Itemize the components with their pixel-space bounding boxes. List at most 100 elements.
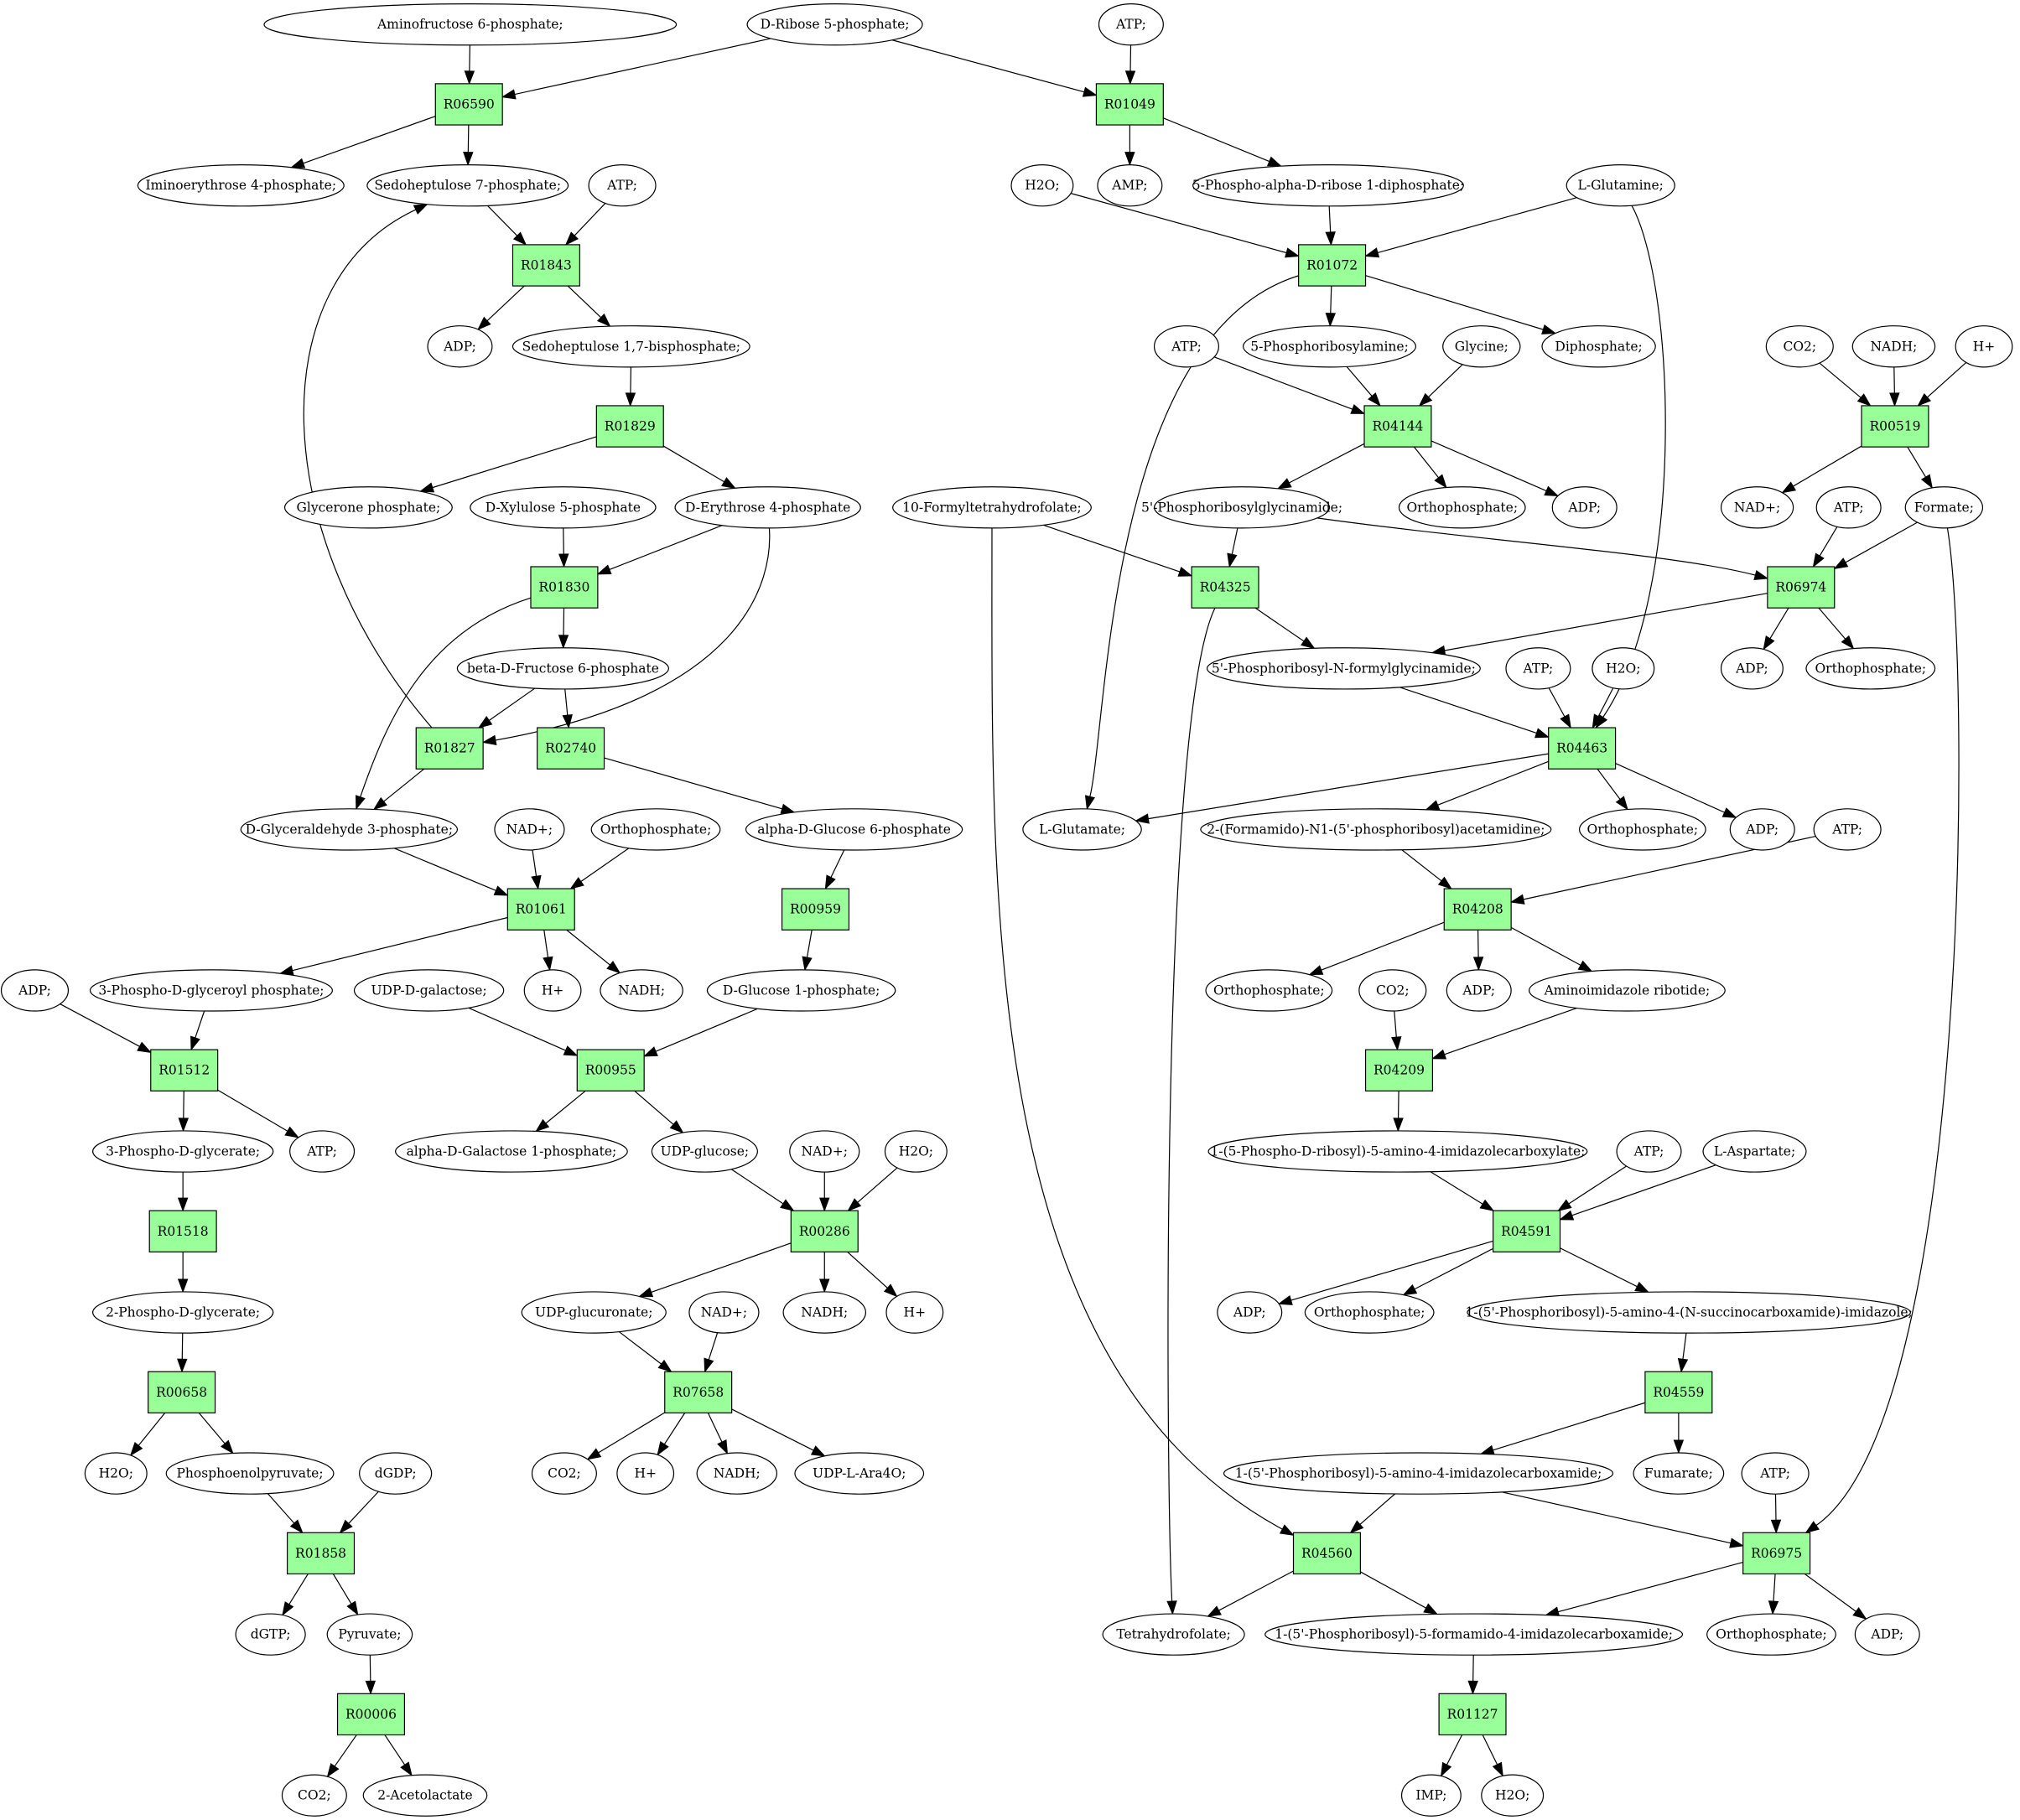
compound-node-nadh[interactable]: NADH; — [782, 1291, 867, 1334]
compound-node-2-phospho-d-glycerate[interactable]: 2-Phospho-D-glycerate; — [92, 1291, 274, 1334]
compound-node-atp[interactable]: ATP; — [1741, 1452, 1810, 1495]
reaction-node-r00006[interactable]: R00006 — [336, 1693, 406, 1736]
compound-node-d-glyceraldehyde-3-phosphate[interactable]: D-Glyceraldehyde 3-phosphate; — [240, 808, 459, 851]
compound-node-iminoerythrose-4-phosphate[interactable]: Iminoerythrose 4-phosphate; — [137, 164, 345, 207]
compound-node-udp-l-ara4o[interactable]: UDP-L-Ara4O; — [794, 1452, 925, 1495]
compound-node-atp[interactable]: ATP; — [1813, 808, 1882, 851]
compound-node-1-5-phosphoribosyl-5-amino-4-n-succinocarboxamide-imidazole[interactable]: 1-(5'-Phosphoribosyl)-5-amino-4-(N-succi… — [1466, 1291, 1913, 1334]
compound-node-2-acetolactate[interactable]: 2-Acetolactate — [362, 1774, 488, 1817]
reaction-node-r07658[interactable]: R07658 — [664, 1371, 733, 1413]
compound-node-nad[interactable]: NAD+; — [1720, 486, 1794, 529]
compound-node-h2o[interactable]: H2O; — [884, 1130, 948, 1173]
compound-node-formate[interactable]: Formate; — [1904, 486, 1984, 529]
compound-node-5-phosphoribosylglycinamide[interactable]: 5'-Phosphoribosylglycinamide; — [1141, 486, 1342, 529]
compound-node-3-phospho-d-glyceroyl-phosphate[interactable]: 3-Phospho-D-glyceroyl phosphate; — [89, 969, 333, 1012]
compound-node-adp[interactable]: ADP; — [1446, 969, 1512, 1012]
compound-node-aminoimidazole-ribotide[interactable]: Aminoimidazole ribotide; — [1529, 969, 1726, 1012]
compound-node-pyruvate[interactable]: Pyruvate; — [326, 1613, 413, 1656]
compound-node-orthophosphate[interactable]: Orthophosphate; — [1706, 1613, 1836, 1656]
compound-node-h2o[interactable]: H2O; — [84, 1452, 148, 1495]
compound-node-orthophosphate[interactable]: Orthophosphate; — [590, 808, 721, 851]
compound-node-1-5-phosphoribosyl-5-formamido-4-imidazolecarboxamide[interactable]: 1-(5'-Phosphoribosyl)-5-formamido-4-imid… — [1264, 1613, 1684, 1656]
compound-node-atp[interactable]: ATP; — [1098, 3, 1164, 46]
compound-node-adp[interactable]: ADP; — [1217, 1291, 1283, 1334]
compound-node-diphosphate[interactable]: Diphosphate; — [1541, 325, 1656, 368]
reaction-node-r00658[interactable]: R00658 — [148, 1371, 216, 1413]
compound-node-nadh[interactable]: NADH; — [600, 969, 683, 1012]
reaction-node-r01061[interactable]: R01061 — [506, 888, 575, 931]
reaction-node-r06974[interactable]: R06974 — [1767, 566, 1836, 609]
compound-node-co2[interactable]: CO2; — [281, 1774, 347, 1817]
reaction-node-r00959[interactable]: R00959 — [781, 888, 850, 931]
reaction-node-r04325[interactable]: R04325 — [1191, 566, 1259, 609]
compound-node-orthophosphate[interactable]: Orthophosphate; — [1578, 808, 1706, 851]
compound-node-h[interactable]: H+ — [885, 1291, 944, 1334]
compound-node-h2o[interactable]: H2O; — [1481, 1774, 1545, 1817]
compound-node-3-phospho-d-glycerate[interactable]: 3-Phospho-D-glycerate; — [92, 1130, 274, 1173]
reaction-node-r01829[interactable]: R01829 — [595, 405, 664, 448]
compound-node-amp[interactable]: AMP; — [1097, 164, 1163, 207]
reaction-node-r01518[interactable]: R01518 — [148, 1210, 217, 1252]
compound-node-10-formyltetrahydrofolate[interactable]: 10-Formyltetrahydrofolate; — [892, 486, 1092, 529]
compound-node-nad[interactable]: NAD+; — [789, 1130, 860, 1173]
compound-node-udp-glucose[interactable]: UDP-glucose; — [651, 1130, 758, 1173]
compound-node-orthophosphate[interactable]: Orthophosphate; — [1304, 1291, 1435, 1334]
compound-node-d-ribose-5-phosphate[interactable]: D-Ribose 5-phosphate; — [746, 3, 923, 46]
reaction-node-r04144[interactable]: R04144 — [1363, 405, 1432, 448]
compound-node-nad[interactable]: NAD+; — [688, 1291, 760, 1334]
compound-node-h[interactable]: H+ — [616, 1452, 675, 1495]
compound-node-beta-d-fructose-6-phosphate[interactable]: beta-D-Fructose 6-phosphate — [456, 647, 669, 690]
compound-node-adp[interactable]: ADP; — [427, 325, 493, 368]
compound-node-l-glutamate[interactable]: L-Glutamate; — [1022, 808, 1142, 851]
compound-node-d-xylulose-5-phosphate[interactable]: D-Xylulose 5-phosphate — [470, 486, 657, 529]
compound-node-atp[interactable]: ATP; — [1153, 325, 1219, 368]
compound-node-adp[interactable]: ADP; — [0, 969, 70, 1012]
compound-node-adp[interactable]: ADP; — [1551, 486, 1618, 529]
compound-node-imp[interactable]: IMP; — [1400, 1774, 1462, 1817]
compound-node-sedoheptulose-7-phosphate[interactable]: Sedoheptulose 7-phosphate; — [366, 164, 569, 207]
compound-node-glycerone-phosphate[interactable]: Glycerone phosphate; — [283, 486, 453, 529]
reaction-node-r01072[interactable]: R01072 — [1298, 244, 1367, 287]
reaction-node-r02740[interactable]: R02740 — [537, 727, 605, 770]
compound-node-orthophosphate[interactable]: Orthophosphate; — [1398, 486, 1526, 529]
compound-node-h[interactable]: H+ — [523, 969, 582, 1012]
reaction-node-r04560[interactable]: R04560 — [1292, 1532, 1361, 1575]
compound-node-dgdp[interactable]: dGDP; — [359, 1452, 433, 1495]
compound-node-nadh[interactable]: NADH; — [1851, 325, 1936, 368]
compound-node-h[interactable]: H+ — [1955, 325, 2013, 368]
reaction-node-r01827[interactable]: R01827 — [415, 727, 484, 770]
compound-node-2-formamido-n1-5-phosphoribosyl-acetamidine[interactable]: 2-(Formamido)-N1-(5'-phosphoribosyl)acet… — [1200, 808, 1552, 851]
compound-node-adp[interactable]: ADP; — [1854, 1613, 1920, 1656]
compound-node-h2o[interactable]: H2O; — [1592, 647, 1655, 690]
reaction-node-r04463[interactable]: R04463 — [1548, 727, 1617, 770]
reaction-node-r01843[interactable]: R01843 — [511, 244, 580, 287]
compound-node-aminofructose-6-phosphate[interactable]: Aminofructose 6-phosphate; — [263, 3, 678, 46]
compound-node-alpha-d-galactose-1-phosphate[interactable]: alpha-D-Galactose 1-phosphate; — [395, 1130, 628, 1173]
compound-node-d-erythrose-4-phosphate[interactable]: D-Erythrose 4-phosphate — [674, 486, 861, 529]
reaction-node-r00955[interactable]: R00955 — [576, 1049, 645, 1091]
compound-node-udp-glucuronate[interactable]: UDP-glucuronate; — [521, 1291, 667, 1334]
compound-node-orthophosphate[interactable]: Orthophosphate; — [1205, 969, 1333, 1012]
compound-node-5-phosphoribosylamine[interactable]: 5-Phosphoribosylamine; — [1242, 325, 1417, 368]
compound-node-co2[interactable]: CO2; — [1358, 969, 1427, 1012]
compound-node-glycine[interactable]: Glycine; — [1442, 325, 1521, 368]
compound-node-nadh[interactable]: NADH; — [696, 1452, 778, 1495]
reaction-node-r01858[interactable]: R01858 — [287, 1532, 356, 1575]
compound-node-adp[interactable]: ADP; — [1729, 808, 1795, 851]
compound-node-alpha-d-glucose-6-phosphate[interactable]: alpha-D-Glucose 6-phosphate — [745, 808, 963, 851]
compound-node-phosphoenolpyruvate[interactable]: Phosphoenolpyruvate; — [165, 1452, 335, 1495]
compound-node-co2[interactable]: CO2; — [531, 1452, 597, 1495]
reaction-node-r01512[interactable]: R01512 — [150, 1049, 219, 1091]
reaction-node-r04559[interactable]: R04559 — [1644, 1371, 1713, 1413]
reaction-node-r00286[interactable]: R00286 — [790, 1210, 859, 1252]
compound-node-orthophosphate[interactable]: Orthophosphate; — [1805, 647, 1936, 690]
reaction-node-r04209[interactable]: R04209 — [1364, 1049, 1434, 1091]
compound-node-5-phospho-alpha-d-ribose-1-diphosphate[interactable]: 5-Phospho-alpha-D-ribose 1-diphosphate; — [1192, 164, 1464, 207]
compound-node-atp[interactable]: ATP; — [1505, 647, 1571, 690]
compound-node-atp[interactable]: ATP; — [588, 164, 657, 207]
compound-node-nad[interactable]: NAD+; — [494, 808, 565, 851]
compound-node-1-5-phospho-d-ribosyl-5-amino-4-imidazolecarboxylate[interactable]: 1-(5-Phospho-D-ribosyl)-5-amino-4-imidaz… — [1207, 1130, 1588, 1173]
compound-node-udp-d-galactose[interactable]: UDP-D-galactose; — [353, 969, 505, 1012]
compound-node-sedoheptulose-1-7-bisphosphate[interactable]: Sedoheptulose 1,7-bisphosphate; — [511, 325, 750, 368]
compound-node-h2o[interactable]: H2O; — [1010, 164, 1074, 207]
